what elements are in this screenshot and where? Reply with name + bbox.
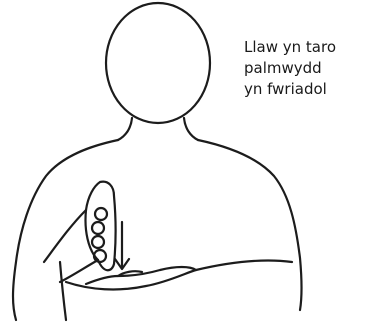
neck-outline xyxy=(118,118,198,140)
fingertip-2 xyxy=(92,222,104,234)
caption-line: palmwydd xyxy=(244,58,362,79)
fingertip-1 xyxy=(95,208,107,220)
caption-line: Llaw yn taro xyxy=(244,37,362,58)
torso-outline xyxy=(13,140,118,320)
caption-line: yn fwriadol xyxy=(244,79,362,100)
lower-palm-outline xyxy=(66,267,196,289)
head-outline xyxy=(106,3,210,123)
upper-hand-outline xyxy=(86,182,116,271)
fingertip-3 xyxy=(92,236,104,248)
sign-caption: Llaw yn taro palmwydd yn fwriadol xyxy=(244,37,362,100)
